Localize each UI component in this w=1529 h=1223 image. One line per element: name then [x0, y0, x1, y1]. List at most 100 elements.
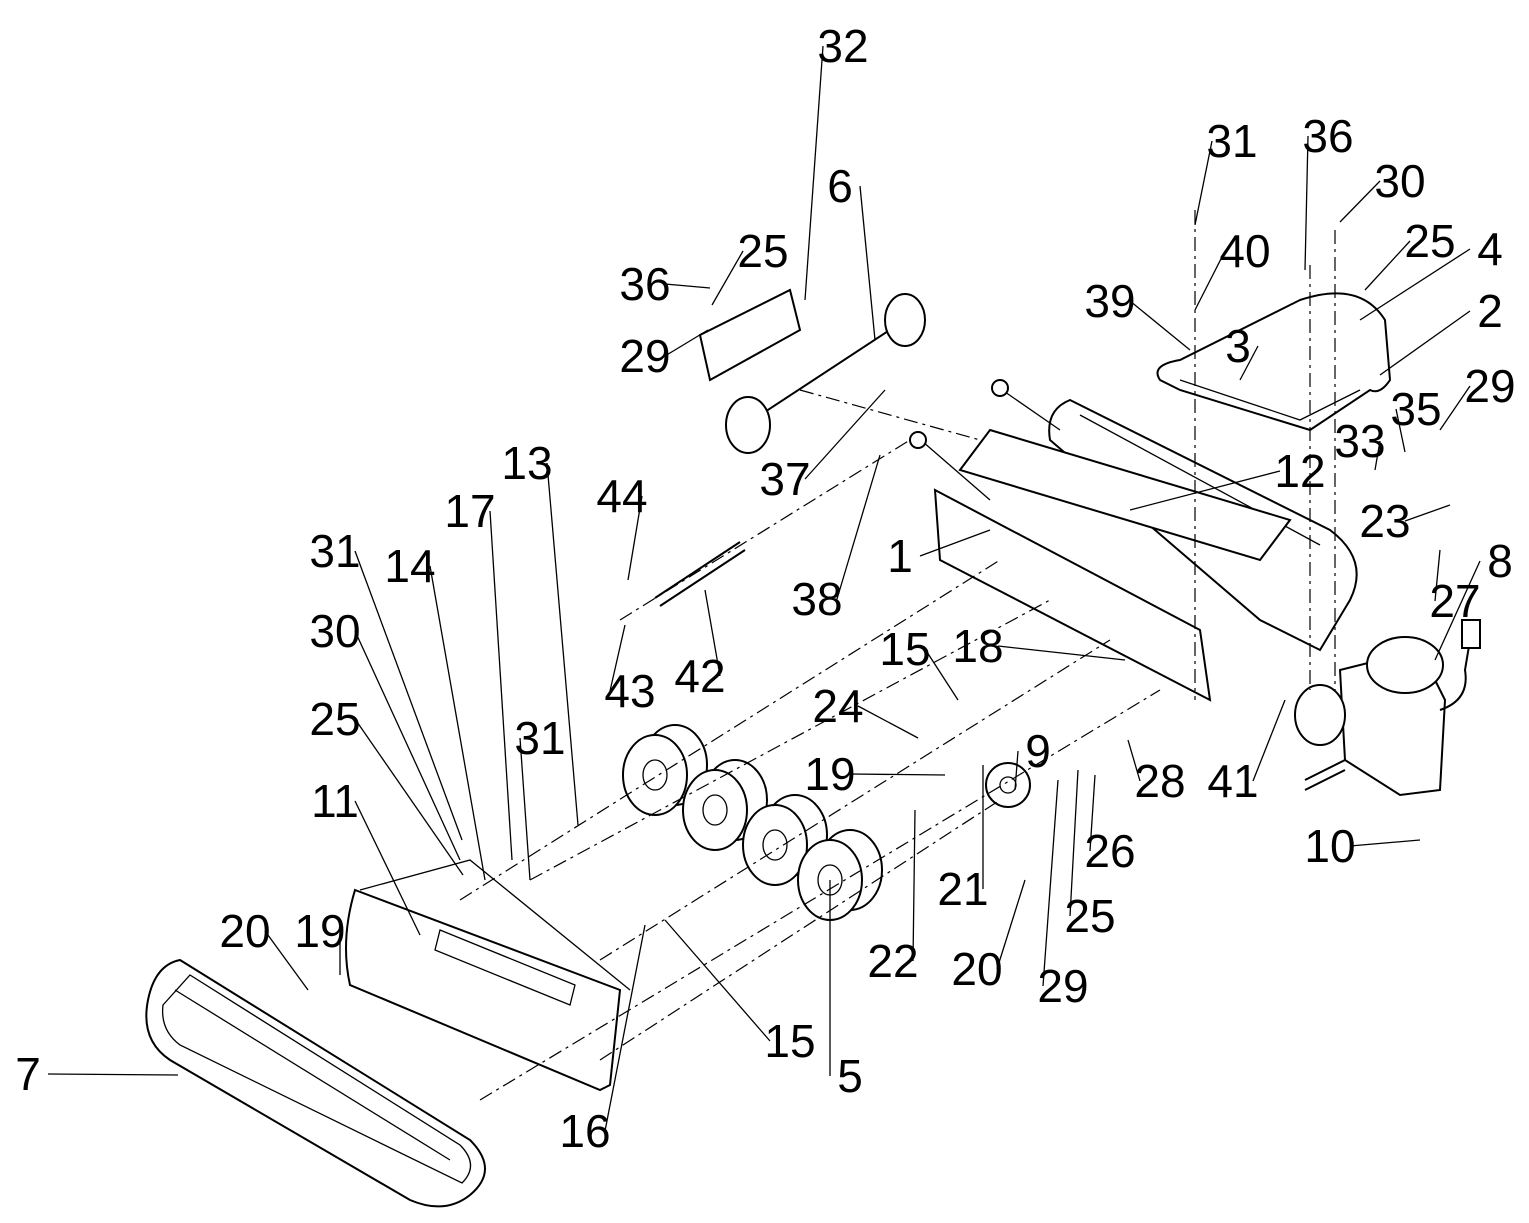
assembly-line [479, 689, 1161, 1101]
leader-line [1349, 839, 1421, 847]
road-wheel [742, 804, 808, 886]
assembly-lines [459, 210, 1336, 1101]
callout-43: 43 [604, 665, 655, 717]
callout-29: 29 [1037, 960, 1088, 1012]
callout-31: 31 [309, 525, 360, 577]
callout-27: 27 [1429, 575, 1480, 627]
callout-20: 20 [219, 905, 270, 957]
leader-line [912, 809, 916, 962]
leader-line [664, 919, 771, 1042]
road-wheel [682, 769, 748, 851]
main-frame [909, 379, 1292, 702]
wheel-hub [762, 829, 788, 861]
callout-31: 31 [514, 712, 565, 764]
leader-line [1304, 135, 1309, 271]
assembly-line [529, 599, 1051, 881]
leader-line [1252, 699, 1286, 782]
callout-18: 18 [952, 620, 1003, 672]
callout-30: 30 [309, 605, 360, 657]
callout-41: 41 [1207, 755, 1258, 807]
leader-line [264, 930, 309, 991]
leader-line [429, 565, 486, 881]
leader-line [919, 529, 991, 557]
callout-9: 9 [1025, 725, 1051, 777]
leader-line [354, 800, 421, 936]
leader-line [664, 329, 709, 357]
leader-line [519, 737, 531, 881]
wheel-hub [642, 759, 668, 791]
assembly-line [619, 439, 911, 621]
leader-line [1404, 504, 1451, 522]
callout-25: 25 [1404, 215, 1455, 267]
callout-36: 36 [1302, 110, 1353, 162]
leader-line [1129, 470, 1281, 511]
callout-21: 21 [937, 863, 988, 915]
sprocket [985, 762, 1031, 808]
leader-line [47, 1073, 179, 1076]
leader-line [1364, 240, 1411, 291]
leader-line [996, 879, 1026, 970]
leader-line [1127, 739, 1141, 782]
callout-5: 5 [837, 1050, 863, 1102]
callout-23: 23 [1359, 495, 1410, 547]
callout-7: 7 [15, 1048, 41, 1100]
leader-line [857, 705, 919, 739]
leader-line [711, 250, 744, 306]
callout-17: 17 [444, 485, 495, 537]
leader-lines [47, 45, 1481, 1132]
leader-line [1194, 140, 1213, 226]
callout-19: 19 [294, 905, 345, 957]
callout-42: 42 [674, 650, 725, 702]
callout-44: 44 [596, 470, 647, 522]
assembly-line [599, 639, 1111, 961]
callout-16: 16 [559, 1105, 610, 1157]
handle-frame [1156, 292, 1392, 432]
leader-line [1194, 250, 1226, 311]
callout-26: 26 [1084, 825, 1135, 877]
callout-40: 40 [1219, 225, 1270, 277]
leader-line [354, 550, 463, 841]
callout-11: 11 [311, 775, 359, 827]
leader-line [664, 283, 711, 289]
callout-20: 20 [951, 943, 1002, 995]
callout-4: 4 [1477, 223, 1503, 275]
callout-32: 32 [817, 20, 868, 72]
leader-line [1014, 750, 1019, 791]
leader-line [1379, 310, 1471, 376]
callout-29: 29 [1464, 360, 1515, 412]
callout-15: 15 [764, 1015, 815, 1067]
leader-line [1395, 408, 1406, 453]
leader-line [704, 589, 721, 677]
leader-line [997, 645, 1126, 661]
assembly-line [799, 389, 981, 441]
callout-30: 30 [1374, 155, 1425, 207]
leader-line [1042, 779, 1059, 987]
callout-10: 10 [1304, 820, 1355, 872]
callout-25: 25 [1064, 890, 1115, 942]
leader-line [1434, 549, 1441, 602]
leader-line [1374, 440, 1381, 471]
leader-line [489, 510, 513, 861]
leader-line [804, 389, 886, 480]
leader-line [1359, 248, 1471, 321]
road-wheel [622, 734, 688, 816]
callout-8: 8 [1487, 535, 1513, 587]
leader-line [354, 718, 464, 876]
side-plate [345, 859, 631, 1092]
callout-29: 29 [619, 330, 670, 382]
callout-1: 1 [887, 530, 913, 582]
callout-38: 38 [791, 573, 842, 625]
wheel-hub [702, 794, 728, 826]
callout-37: 37 [759, 453, 810, 505]
callout-15: 15 [879, 623, 930, 675]
callout-24: 24 [812, 680, 863, 732]
callout-36: 36 [619, 258, 670, 310]
callout-12: 12 [1274, 445, 1325, 497]
leader-line [1129, 300, 1191, 351]
callout-2: 2 [1477, 285, 1503, 337]
leader-line [1069, 769, 1079, 917]
leader-line [804, 45, 824, 301]
